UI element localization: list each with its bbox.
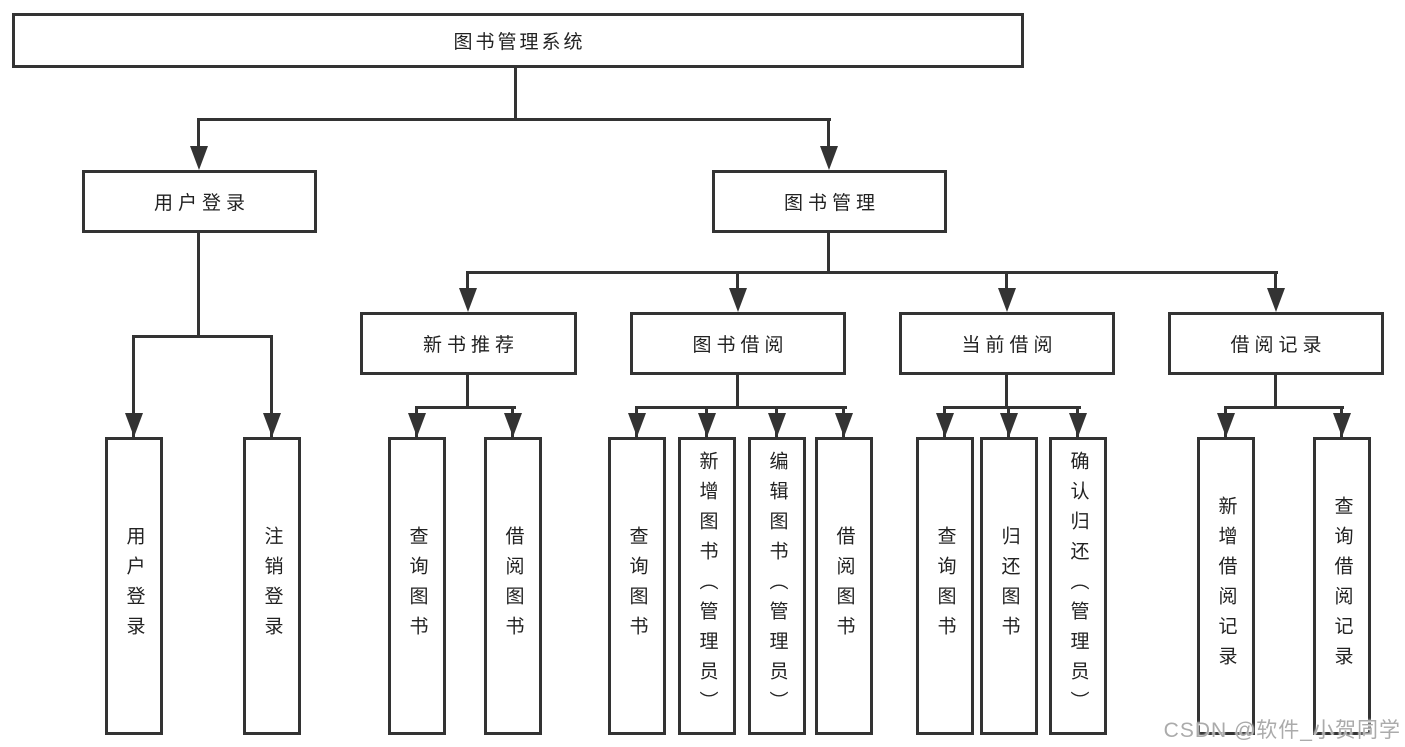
arrowhead-down-icon: [1069, 413, 1087, 437]
arrowhead-down-icon: [835, 413, 853, 437]
connector-line: [132, 335, 135, 437]
leaf-label: 查询图书: [934, 526, 956, 646]
leaf-label: 查询借阅记录: [1331, 496, 1353, 676]
connector-line: [1274, 375, 1277, 408]
arrowhead-down-icon: [998, 288, 1016, 312]
connector-line: [1005, 271, 1008, 291]
connector-line: [943, 406, 1081, 409]
leaf-query-books-current: 查询图书: [916, 437, 974, 735]
arrowhead-down-icon: [768, 413, 786, 437]
arrowhead-down-icon: [504, 413, 522, 437]
connector-line: [197, 118, 831, 121]
leaf-label: 用户登录: [123, 526, 145, 646]
node-book-management-label: 图书管理: [783, 193, 880, 214]
arrowhead-down-icon: [936, 413, 954, 437]
leaf-label: 借阅图书: [502, 526, 524, 646]
arrowhead-down-icon: [408, 413, 426, 437]
connector-line: [466, 271, 1278, 274]
leaf-label: 借阅图书: [833, 526, 855, 646]
leaf-label: 注销登录: [261, 526, 283, 646]
leaf-query-borrow-record: 查询借阅记录: [1313, 437, 1371, 735]
leaf-label: 归还图书: [998, 526, 1020, 646]
leaf-add-borrow-record: 新增借阅记录: [1197, 437, 1255, 735]
leaf-query-books-recommend: 查询图书: [388, 437, 446, 735]
node-borrow-records-label: 借阅记录: [1230, 335, 1327, 356]
arrowhead-down-icon: [1333, 413, 1351, 437]
node-book-borrow-label: 图书借阅: [692, 335, 789, 356]
arrowhead-down-icon: [698, 413, 716, 437]
connector-line: [132, 335, 273, 338]
arrowhead-down-icon: [729, 288, 747, 312]
connector-line: [415, 406, 516, 409]
leaf-add-book-admin: 新增图书（管理员）: [678, 437, 736, 735]
connector-line: [1224, 406, 1344, 409]
leaf-label: 查询图书: [626, 526, 648, 646]
node-user-login-label: 用户登录: [153, 193, 250, 214]
connector-line: [736, 375, 739, 408]
leaf-borrow-books: 借阅图书: [815, 437, 873, 735]
node-root-label: 图书管理系统: [453, 32, 586, 53]
node-current-borrow-label: 当前借阅: [961, 335, 1058, 356]
connector-line: [1005, 375, 1008, 408]
leaf-logout: 注销登录: [243, 437, 301, 735]
arrowhead-down-icon: [125, 413, 143, 437]
connector-line: [466, 271, 469, 291]
connector-line: [197, 233, 200, 338]
connector-line: [197, 118, 200, 148]
node-new-book-recommend-label: 新书推荐: [422, 335, 519, 356]
leaf-label: 查询图书: [406, 526, 428, 646]
arrowhead-down-icon: [1217, 413, 1235, 437]
arrowhead-down-icon: [820, 146, 838, 170]
connector-line: [466, 375, 469, 408]
leaf-user-login: 用户登录: [105, 437, 163, 735]
arrowhead-down-icon: [1267, 288, 1285, 312]
leaf-query-books-borrow: 查询图书: [608, 437, 666, 735]
arrowhead-down-icon: [1000, 413, 1018, 437]
arrowhead-down-icon: [263, 413, 281, 437]
connector-line: [827, 118, 830, 148]
arrowhead-down-icon: [628, 413, 646, 437]
node-book-borrow: 图书借阅: [630, 312, 846, 375]
node-current-borrow: 当前借阅: [899, 312, 1115, 375]
leaf-confirm-return-admin: 确认归还（管理员）: [1049, 437, 1107, 735]
leaf-label: 编辑图书（管理员）: [766, 451, 788, 721]
connector-line: [635, 406, 847, 409]
leaf-label: 新增图书（管理员）: [696, 451, 718, 721]
node-root: 图书管理系统: [12, 13, 1024, 68]
connector-line: [270, 335, 273, 437]
arrowhead-down-icon: [459, 288, 477, 312]
leaf-borrow-books-recommend: 借阅图书: [484, 437, 542, 735]
connector-line: [827, 233, 830, 274]
arrowhead-down-icon: [190, 146, 208, 170]
leaf-label: 新增借阅记录: [1215, 496, 1237, 676]
connector-line: [1274, 271, 1277, 291]
node-borrow-records: 借阅记录: [1168, 312, 1384, 375]
node-book-management: 图书管理: [712, 170, 947, 233]
node-new-book-recommend: 新书推荐: [360, 312, 577, 375]
connector-line: [736, 271, 739, 291]
leaf-edit-book-admin: 编辑图书（管理员）: [748, 437, 806, 735]
node-user-login: 用户登录: [82, 170, 317, 233]
csdn-watermark: CSDN @软件_小贺同学: [1163, 719, 1401, 742]
leaf-label: 确认归还（管理员）: [1067, 451, 1089, 721]
connector-line: [514, 68, 517, 118]
leaf-return-book: 归还图书: [980, 437, 1038, 735]
